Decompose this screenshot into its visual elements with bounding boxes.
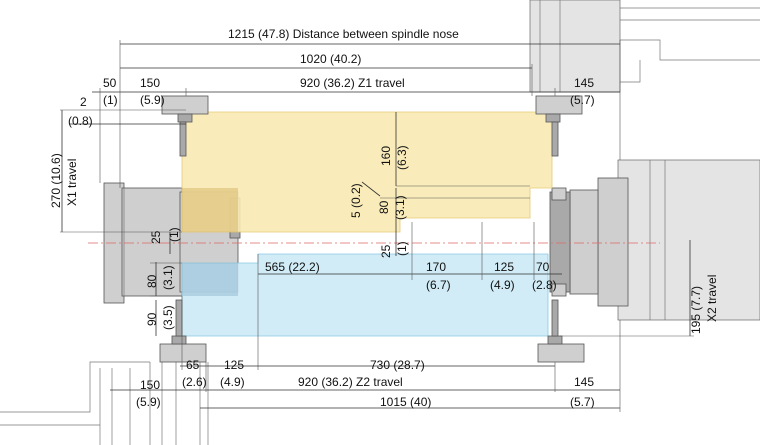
label-50-in: (1) <box>103 93 118 107</box>
lower-left-machine <box>0 361 209 445</box>
label-80-mid-in: (3.1) <box>393 195 407 220</box>
label-145-bottom-in: (5.7) <box>570 395 595 409</box>
label-145-top-in: (5.7) <box>570 93 595 107</box>
label-25-mid: 25 <box>379 244 393 258</box>
label-80-left: 80 <box>145 274 159 288</box>
label-spindle-nose-distance: 1215 (47.8) Distance between spindle nos… <box>228 27 459 41</box>
label-65: 65 <box>186 358 200 372</box>
label-565: 565 (22.2) <box>265 260 320 274</box>
label-145-bottom: 145 <box>574 375 594 389</box>
label-50: 50 <box>103 76 117 90</box>
label-25-mid-in: (1) <box>395 241 409 256</box>
label-160-in: (6.3) <box>395 145 409 170</box>
label-25-left-in: (1) <box>167 227 181 242</box>
label-x1-travel: X1 travel <box>65 159 79 206</box>
label-25-left: 25 <box>149 230 163 244</box>
label-170: 170 <box>426 260 446 274</box>
label-1020: 1020 (40.2) <box>300 52 361 66</box>
label-x1-travel-value: 270 (10.6) <box>49 153 63 208</box>
label-150-top-in: (5.9) <box>140 93 165 107</box>
label-125-right: 125 <box>494 260 514 274</box>
label-150-bottom: 150 <box>140 378 160 392</box>
label-125-bottom: 125 <box>224 358 244 372</box>
label-1015: 1015 (40) <box>380 395 431 409</box>
label-730: 730 (28.7) <box>370 358 425 372</box>
right-spindle <box>549 159 760 321</box>
upper-tool-holders <box>161 95 583 157</box>
lower-tool-holders <box>159 299 585 363</box>
label-2-in: (0.8) <box>68 114 93 128</box>
z1-overlap-shade <box>182 188 238 232</box>
label-160: 160 <box>379 146 393 166</box>
label-80-left-in: (3.1) <box>161 265 175 290</box>
label-150-top: 150 <box>140 76 160 90</box>
label-125-bottom-in: (4.9) <box>220 375 245 389</box>
label-90: 90 <box>145 312 159 326</box>
upper-right-machine <box>529 0 760 93</box>
label-150-bottom-in: (5.9) <box>136 395 161 409</box>
z2-overlap-shade <box>182 263 238 296</box>
label-z2-travel: 920 (36.2) Z2 travel <box>298 375 403 389</box>
label-2: 2 <box>80 95 87 109</box>
label-x2-travel-value: 195 (7.7) <box>689 286 703 334</box>
label-80-mid: 80 <box>377 200 391 214</box>
label-145-top: 145 <box>574 76 594 90</box>
label-x2-travel: X2 travel <box>705 275 719 322</box>
label-90-in: (3.5) <box>161 305 175 330</box>
label-65-in: (2.6) <box>182 375 207 389</box>
label-125-right-in: (4.9) <box>490 278 515 292</box>
label-70: 70 <box>536 260 550 274</box>
label-170-in: (6.7) <box>426 278 451 292</box>
label-5: 5 (0.2) <box>349 183 363 218</box>
dimension-lines <box>60 40 694 412</box>
label-70-in: (2.8) <box>532 278 557 292</box>
label-z1-travel: 920 (36.2) Z1 travel <box>300 76 405 90</box>
